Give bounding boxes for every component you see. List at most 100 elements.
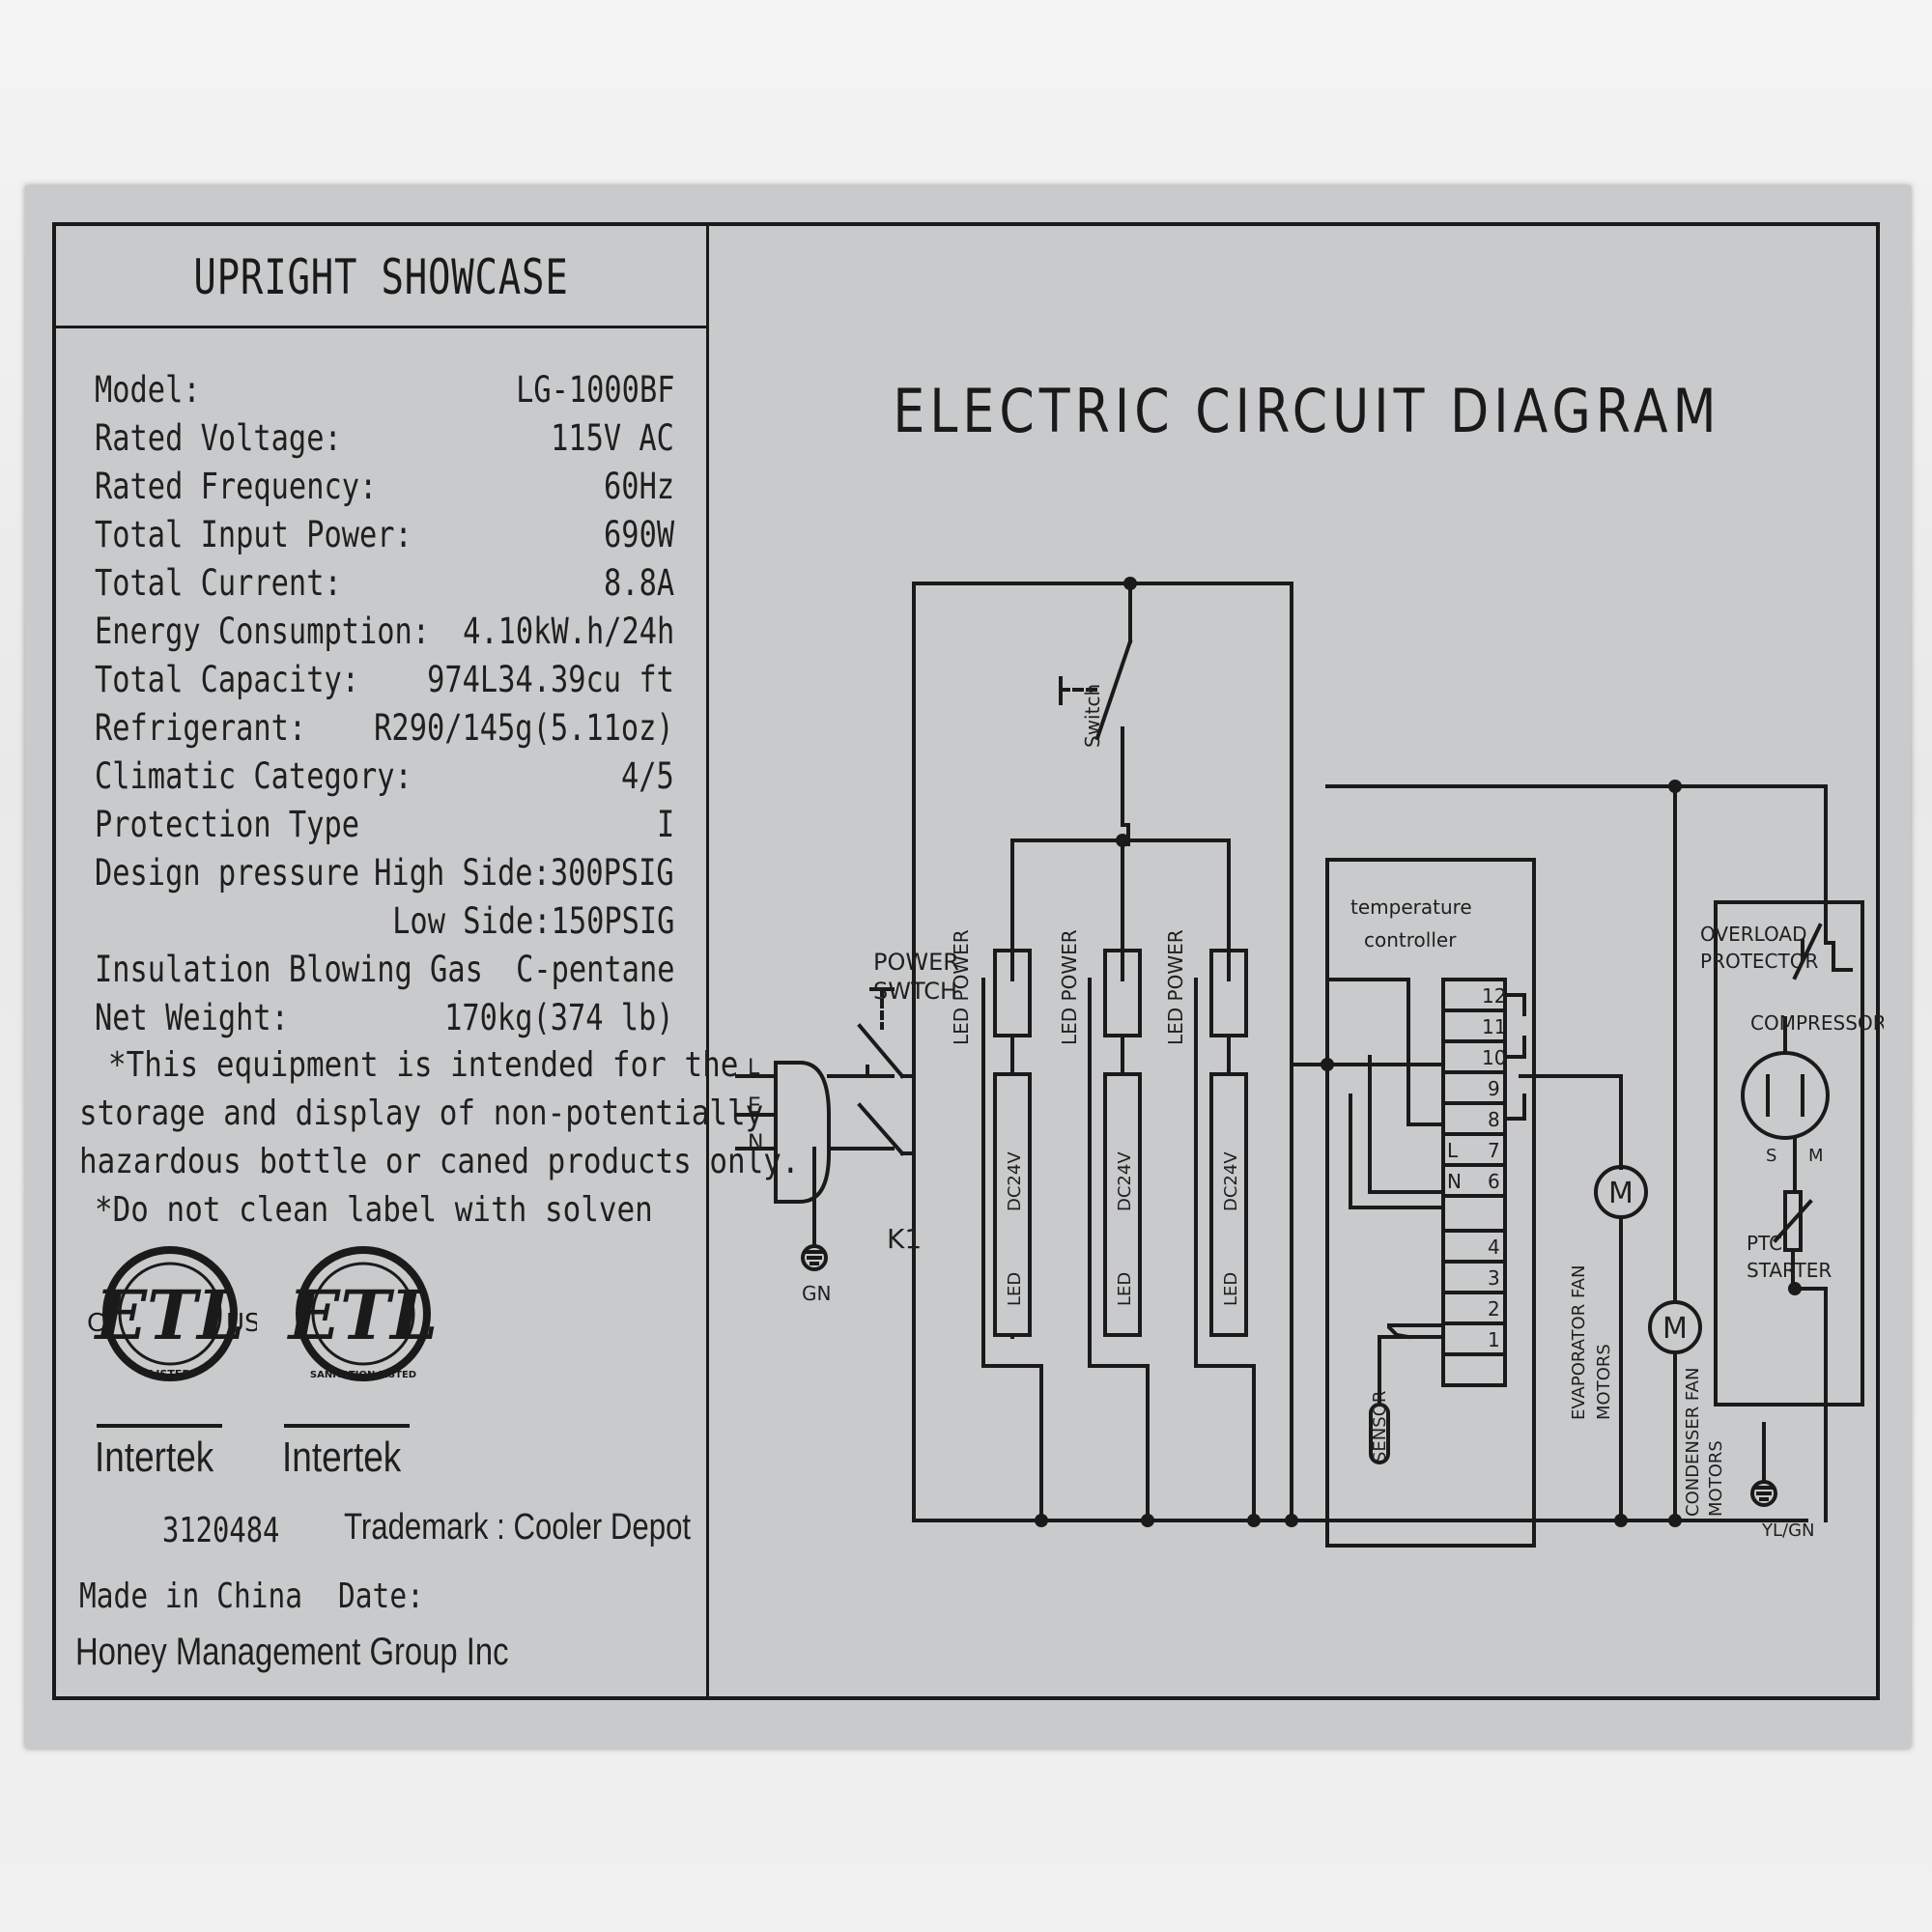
spec-key: Rated Voltage:: [95, 417, 342, 459]
led-power-label: LED POWER: [1164, 929, 1187, 1045]
spec-value: 60Hz: [603, 466, 674, 507]
sensor-label: SENSOR: [1370, 1391, 1390, 1463]
spec-value: Low Side:150PSIG: [391, 900, 674, 942]
company-name: Honey Management Group Inc: [75, 1631, 509, 1673]
etl-sanitation-logo: ETL SANITATION LISTED: [287, 1246, 439, 1381]
ptc-label: STARTER: [1747, 1259, 1832, 1282]
evaporator-label: MOTORS: [1594, 1344, 1614, 1420]
intertek-label: Intertek: [95, 1434, 214, 1481]
compressor-box: [1714, 900, 1864, 1406]
spec-row: Design pressure High Side:300PSIG: [95, 852, 674, 898]
rating-label: UPRIGHT SHOWCASE Model: LG-1000BF Rated …: [25, 185, 1911, 1748]
led-label: LED: [1115, 1272, 1135, 1306]
spec-value: R290/145g(5.11oz): [374, 707, 674, 749]
spec-value: LG-1000BF: [515, 369, 674, 411]
intertek-label: Intertek: [282, 1434, 402, 1481]
dc24v-label: DC24V: [1221, 1151, 1241, 1211]
terminal-number: 6: [1488, 1170, 1500, 1193]
spec-key: Protection Type: [95, 804, 359, 845]
relay-k1-blade: [857, 1102, 905, 1156]
spec-value: I: [656, 804, 674, 845]
terminal-block: [1441, 978, 1507, 1387]
etl-logo-text: ETL: [94, 1275, 245, 1355]
etl-c-mark: C: [87, 1309, 104, 1338]
relay-label: K1: [887, 1223, 922, 1255]
terminal-number: 3: [1488, 1266, 1500, 1290]
spec-key: Net Weight:: [95, 997, 289, 1038]
compressor-motor: [1741, 1051, 1830, 1140]
etl-ring-text: LISTED: [149, 1368, 190, 1380]
spec-panel: UPRIGHT SHOWCASE Model: LG-1000BF Rated …: [56, 226, 800, 1696]
spec-key: Total Capacity:: [95, 659, 359, 700]
spec-key: Total Current:: [95, 562, 342, 604]
spec-value: 974L34.39cu ft: [427, 659, 674, 700]
led-label: LED: [1221, 1272, 1241, 1306]
switch-label: Switch: [1081, 684, 1104, 748]
spec-row: Model: LG-1000BF: [95, 369, 674, 415]
label-frame: UPRIGHT SHOWCASE Model: LG-1000BF Rated …: [52, 222, 1884, 1700]
cert-number: 3120484: [162, 1511, 280, 1550]
trademark: Trademark : Cooler Depot: [344, 1507, 692, 1548]
usage-note: hazardous bottle or caned products only.: [79, 1142, 800, 1181]
spec-row: Refrigerant: R290/145g(5.11oz): [95, 707, 674, 753]
terminal-number: 2: [1488, 1297, 1500, 1321]
spec-row: Rated Frequency: 60Hz: [95, 466, 674, 512]
power-switch-label: POWER: [873, 949, 959, 976]
junction-dot: [1141, 1514, 1154, 1527]
led-power-label: LED POWER: [1058, 929, 1081, 1045]
spec-key: Insulation Blowing Gas: [95, 949, 483, 990]
spec-row: Total Current: 8.8A: [95, 562, 674, 609]
spec-row: Low Side:150PSIG: [95, 900, 674, 947]
terminal-N-label: N: [1447, 1170, 1462, 1193]
plug-body: [774, 1061, 831, 1204]
spec-key: Design pressure: [95, 852, 359, 894]
terminal-L-label: L: [1447, 1139, 1459, 1162]
spec-value: 690W: [603, 514, 674, 555]
junction-dot: [1123, 577, 1137, 590]
spec-key: Climatic Category:: [95, 755, 412, 797]
temp-controller-label: controller: [1364, 928, 1457, 952]
spec-value: 115V AC: [551, 417, 674, 459]
junction-dot: [1321, 1058, 1334, 1071]
power-switch-label: SWTCH: [873, 978, 957, 1005]
divider: [97, 1424, 222, 1428]
spec-key: Total Input Power:: [95, 514, 412, 555]
ground-label: GN: [802, 1282, 831, 1305]
compressor-terminal: S: [1766, 1146, 1776, 1166]
compressor-terminal: M: [1808, 1146, 1824, 1166]
spec-row: Climatic Category: 4/5: [95, 755, 674, 802]
usage-note: *This equipment is intended for the: [108, 1045, 739, 1085]
junction-dot: [1668, 1514, 1682, 1527]
ground-symbol: [801, 1244, 828, 1271]
plug-pin-label: L: [748, 1056, 760, 1080]
junction-dot: [1788, 1282, 1802, 1295]
spec-row: Net Weight: 170kg(374 lb): [95, 997, 674, 1043]
junction-dot: [1668, 780, 1682, 793]
cleaning-note: *Do not clean label with solven: [95, 1190, 653, 1230]
spec-row: Protection Type I: [95, 804, 674, 850]
condenser-label: CONDENSER FAN: [1683, 1368, 1703, 1517]
spec-value: High Side:300PSIG: [374, 852, 674, 894]
plug-pin-label: E: [748, 1094, 761, 1119]
terminal-number: 4: [1488, 1236, 1500, 1259]
etl-listed-logo: ETL LISTED C US: [87, 1246, 257, 1381]
terminal-number: 12: [1482, 984, 1506, 1008]
power-switch-blade: [857, 1023, 905, 1079]
spec-value: 4/5: [621, 755, 674, 797]
switch-blade: [1094, 639, 1133, 741]
ground-symbol: [1750, 1480, 1777, 1507]
motor-symbol: M: [1608, 1177, 1634, 1210]
junction-dot: [1116, 834, 1129, 847]
etl-logo-text: ETL: [287, 1275, 439, 1355]
ground-label: YL/GN: [1761, 1520, 1815, 1541]
ptc-label: PTC: [1747, 1232, 1782, 1255]
usage-note: storage and display of non-potentially: [79, 1094, 764, 1133]
panel-title-box: UPRIGHT SHOWCASE: [56, 226, 706, 328]
condenser-label: MOTORS: [1706, 1440, 1726, 1517]
made-in: Made in China: [79, 1577, 303, 1616]
spec-row: Energy Consumption: 4.10kW.h/24h: [95, 611, 674, 657]
sensor-probe: [1369, 1403, 1390, 1464]
junction-dot: [1285, 1514, 1298, 1527]
circuit-diagram: Switch POWER SWTCH K1 L E N GN LED POWER…: [735, 577, 1884, 1548]
junction-dot: [1614, 1514, 1628, 1527]
